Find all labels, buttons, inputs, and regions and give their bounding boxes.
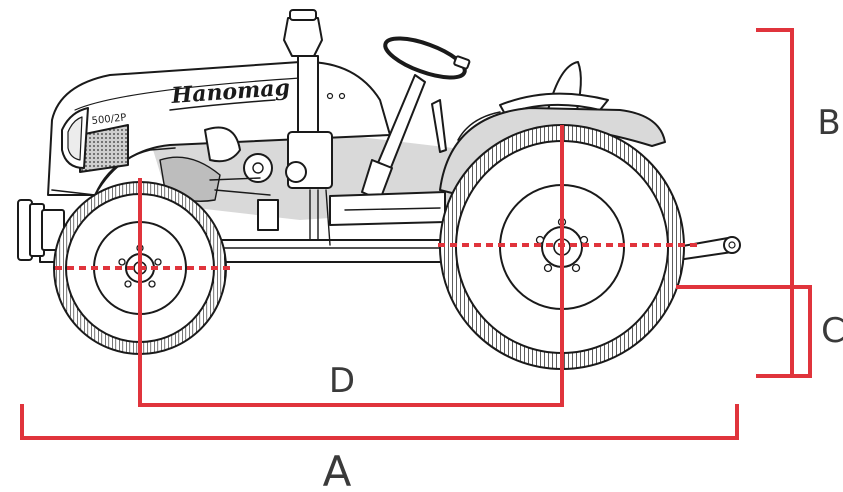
dimension-b-line (756, 28, 794, 378)
gear-lever (431, 99, 447, 153)
dimension-d-label: D (329, 361, 355, 401)
steering-assembly (361, 36, 471, 201)
hood-rivet-1 (326, 92, 334, 100)
headlight-inner (67, 116, 83, 161)
tractor-illustration: Hanomag 500/2P (17, 9, 741, 263)
dimension-c-line (676, 285, 812, 378)
platform-step (344, 207, 441, 211)
dimension-b-label: B (817, 103, 840, 143)
hood-crease (74, 77, 301, 111)
dimension-a-label: A (323, 447, 352, 492)
steering-wheel (383, 36, 467, 80)
engine-block (159, 126, 333, 246)
hood-rivet-2 (338, 92, 346, 100)
dimension-a-line (20, 404, 739, 440)
brand-underline (169, 99, 276, 111)
model-badge: 500/2P (91, 112, 127, 127)
dimension-lines (20, 28, 812, 440)
driver-seat (499, 61, 609, 119)
dimension-c-label: C (821, 311, 843, 351)
exhaust-stack (283, 9, 323, 147)
dimension-d-line (138, 125, 564, 407)
fender-front-edge (457, 111, 501, 141)
